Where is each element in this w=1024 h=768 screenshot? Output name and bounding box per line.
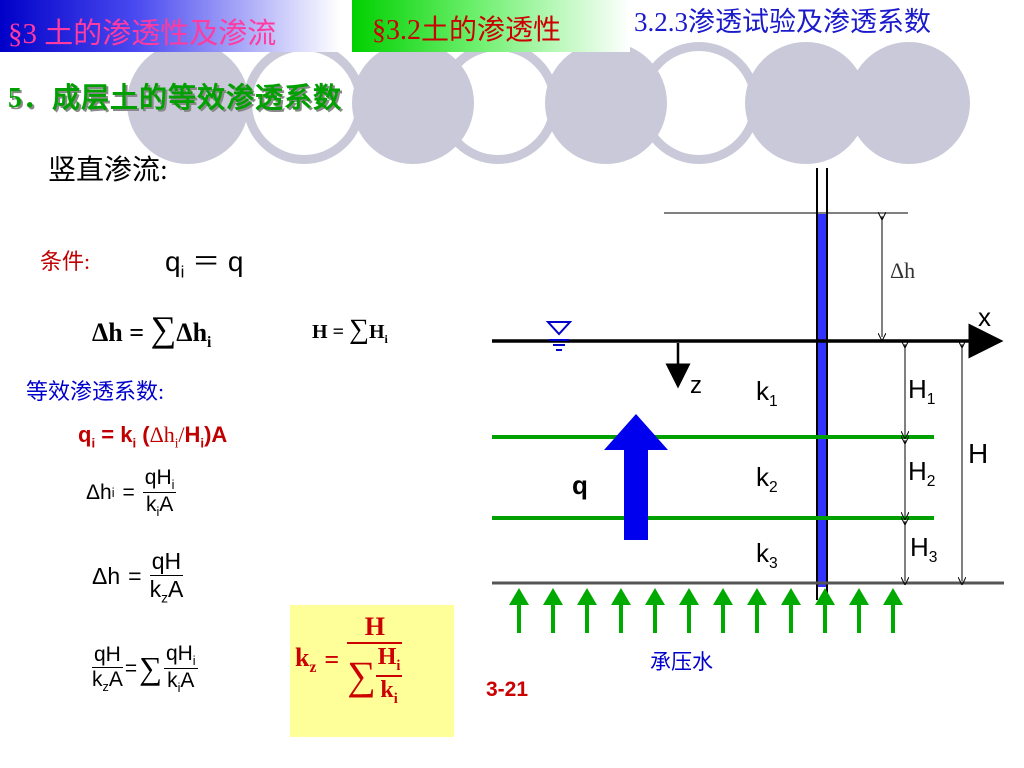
eq-condition: qi ＝ q (165, 246, 244, 282)
slide-title: 5．成层土的等效渗透系数 (8, 83, 343, 114)
eq-sum-h: Δh = ∑Δhi (92, 309, 212, 352)
pressure-arrow (645, 588, 665, 633)
H-total-label: H (968, 438, 989, 469)
standpipe-water (818, 214, 826, 587)
k1-label: k1 (756, 376, 778, 411)
k3-label: k3 (756, 538, 778, 573)
pressure-arrow (509, 588, 529, 633)
pressure-arrow (815, 588, 835, 633)
decor-circle (848, 42, 970, 164)
k2-label: k2 (756, 462, 778, 497)
eq-dh: Δh = qH kzA (92, 548, 184, 606)
section-tab-label: §3 土的渗透性及渗流 (8, 18, 277, 50)
H3-label: H3 (910, 532, 938, 567)
condition-label: 条件: (40, 249, 91, 274)
pressure-arrows (509, 588, 903, 633)
x-axis-label: x (978, 302, 991, 332)
pressure-arrow (679, 588, 699, 633)
result-box (290, 605, 454, 737)
eq-sum-H: H = ∑Hi (312, 314, 388, 346)
flow-arrow (604, 414, 668, 540)
z-axis-label: z (690, 372, 702, 399)
equation-number: 3-21 (486, 678, 529, 701)
decor-circle (127, 42, 249, 164)
pressure-arrow (849, 588, 869, 633)
pressure-arrow (781, 588, 801, 633)
delta-h-label: Δh (890, 258, 916, 283)
eq-relation: qH kzA = ∑ qHi kiA (92, 642, 198, 696)
result-formula: kz = H ∑ Hi ki (295, 612, 403, 707)
pressure-arrow (883, 588, 903, 633)
equiv-label: 等效渗透系数: (26, 379, 165, 404)
pressure-water-label: 承压水 (650, 650, 713, 674)
pressure-arrow (747, 588, 767, 633)
slide-subtitle: 竖直渗流: (48, 155, 168, 186)
decor-circle (745, 42, 867, 164)
pressure-arrow (611, 588, 631, 633)
water-table-icon (545, 321, 573, 351)
topic-tab[interactable]: 3.2.3渗透试验及渗透系数 (634, 7, 931, 37)
pressure-arrow (577, 588, 597, 633)
pressure-arrow (713, 588, 733, 633)
subsection-tab[interactable] (352, 0, 630, 52)
subsection-tab-label: §3.2土的渗透性 (372, 15, 562, 46)
pressure-arrow (543, 588, 563, 633)
flow-q-label: q (572, 470, 588, 500)
section-tab[interactable] (0, 0, 340, 52)
H1-label: H1 (908, 374, 936, 409)
eq-darcy: qi = ki (Δhi/Hi)A (78, 422, 228, 451)
H2-label: H2 (908, 456, 936, 491)
